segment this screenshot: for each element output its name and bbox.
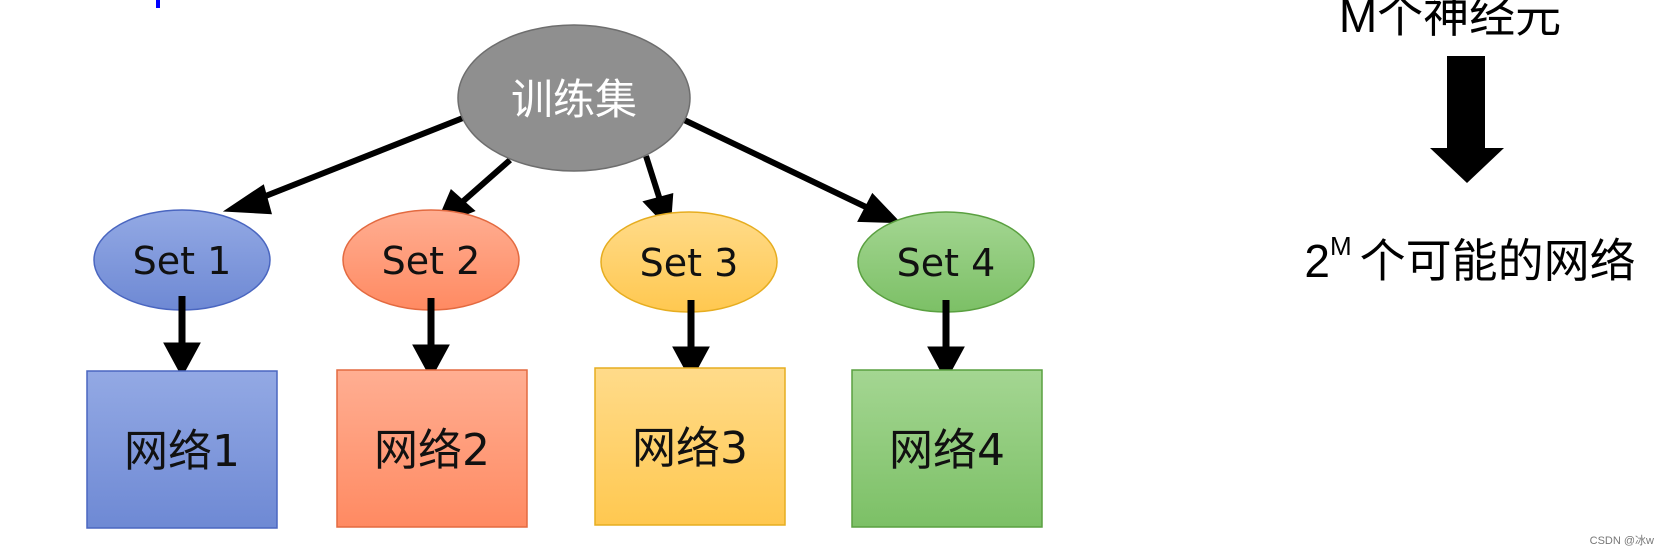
set-arrows [163, 296, 965, 382]
set-label-1: Set 1 [133, 239, 232, 283]
network-label-1: 网络1 [124, 426, 240, 477]
combo-exponent: M [1329, 231, 1352, 261]
top-blue-mark [156, 0, 160, 8]
big-down-arrow [1430, 56, 1504, 183]
network-box-2: 网络2 [336, 369, 528, 528]
set-node-4: Set 4 [857, 211, 1035, 313]
set-node-1: Set 1 [93, 209, 271, 311]
set-node-2: Set 2 [342, 209, 520, 311]
neuron-count-label: M个神经元 [1338, 0, 1562, 42]
network-box-4: 网络4 [851, 369, 1043, 528]
network-label-2: 网络2 [374, 425, 490, 476]
network-label-4: 网络4 [889, 425, 1005, 476]
combo-text: 个可能的网络 [1359, 235, 1636, 287]
root-node: 训练集 [457, 24, 691, 172]
network-box-3: 网络3 [594, 367, 786, 526]
set-label-3: Set 3 [640, 241, 739, 285]
network-box-1: 网络1 [86, 370, 278, 529]
network-label-3: 网络3 [632, 423, 748, 474]
set-label-4: Set 4 [897, 241, 996, 285]
combo-base: 2 [1304, 235, 1330, 287]
root-label: 训练集 [511, 75, 637, 124]
watermark: CSDN @冰w [1589, 535, 1654, 547]
set-node-3: Set 3 [600, 211, 778, 313]
set-label-2: Set 2 [382, 239, 481, 283]
